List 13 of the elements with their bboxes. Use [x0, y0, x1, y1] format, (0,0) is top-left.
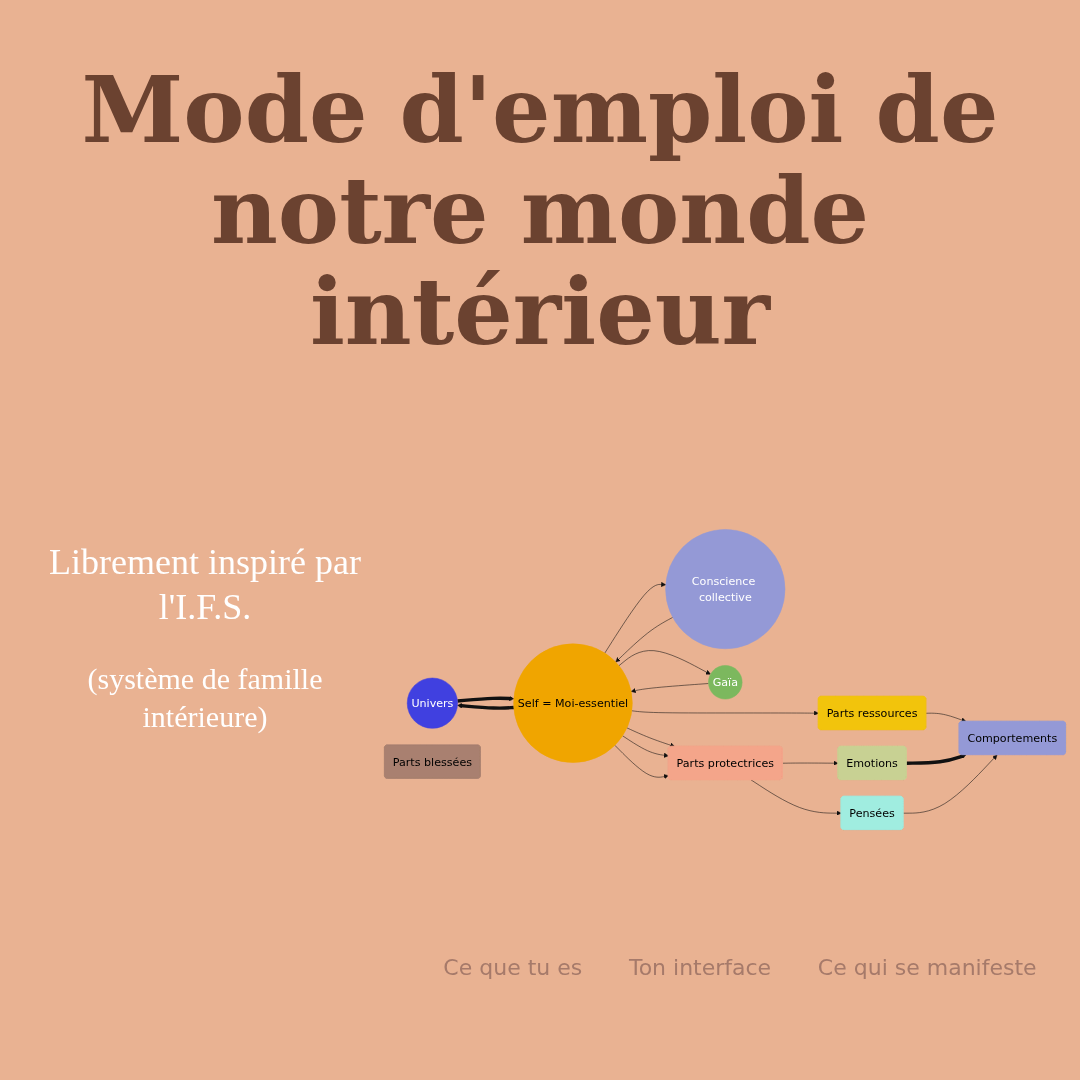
node-circle: Conscience collective: [665, 529, 786, 650]
zone-label: Ton interface: [628, 955, 772, 980]
note-text: (système de famille intérieure): [86, 661, 324, 735]
title: Mode d'emploi de notre monde intérieur: [80, 60, 1000, 364]
zone-label: Ce qui se manifeste: [817, 955, 1037, 980]
zone-label: Ce que tu es: [443, 955, 583, 980]
node-circle: Self = Moi-essentiel: [513, 644, 633, 764]
node-circle: Gaïa: [708, 665, 743, 700]
arrow: [906, 754, 967, 766]
node-circle: Univers: [406, 678, 458, 730]
arrow: [457, 703, 514, 711]
subtitle-text: Librement inspiré par l'I.F.S.: [48, 541, 362, 629]
arrow: [457, 696, 514, 704]
